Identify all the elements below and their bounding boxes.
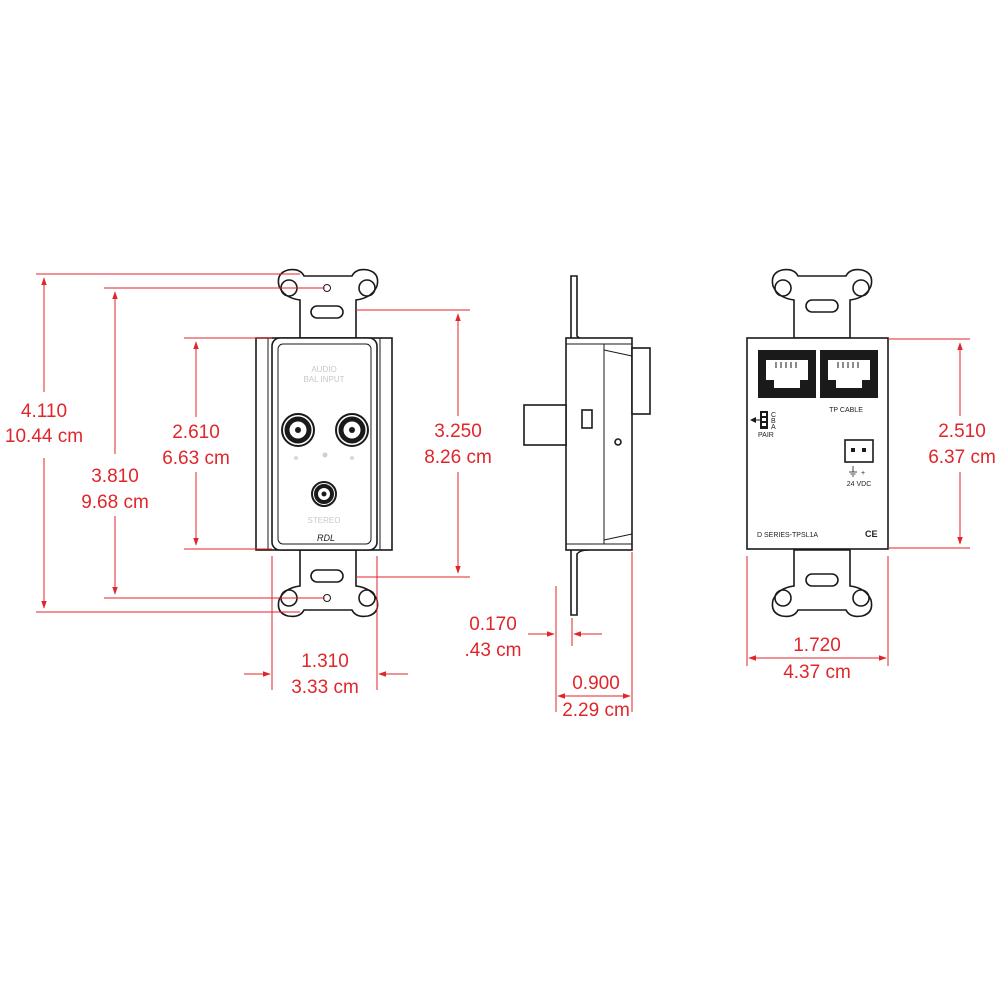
front-bottom-slot (310, 569, 344, 583)
rear-top-slot (805, 299, 839, 313)
dim-rear-width-inch: 1.720 (793, 635, 841, 656)
front-bottom-right-screw-hole (358, 589, 376, 607)
front-top-slot (310, 305, 344, 319)
dim-body-height-cm: 8.26 cm (424, 447, 492, 468)
rear-pair-selector: C B A PAIR (750, 411, 776, 439)
side-tab (581, 409, 593, 429)
rear-label-plus: + (861, 470, 865, 477)
stereo-mini-jack (311, 481, 337, 507)
dim-depth: 0.900 2.29 cm (555, 552, 633, 721)
right-rca-jack (335, 413, 369, 447)
front-view: AUDIO BAL INPUT STEREO RDL 4. (5, 268, 492, 698)
dim-mounting-height-inch: 3.810 (91, 466, 139, 487)
side-body (565, 337, 633, 551)
dim-plate-thickness: 0.170 .43 cm (464, 586, 602, 661)
rear-label-model: D SERIES-TPSL1A (757, 532, 818, 539)
dim-front-width-cm: 3.33 cm (291, 677, 359, 698)
rear-bottom-right-screw-hole (852, 589, 870, 607)
dim-depth-inch: 0.900 (572, 673, 620, 694)
rear-power-connector: + 24 VDC (844, 439, 874, 488)
dim-rear-width: 1.720 4.37 cm (746, 556, 889, 683)
rear-top-left-screw-hole (774, 279, 792, 297)
front-plate (271, 337, 378, 551)
rear-pair-letter-c: C (771, 412, 776, 419)
dim-overall-height-inch: 4.110 (21, 401, 67, 422)
dim-mounting-height-cm: 9.68 cm (81, 492, 149, 513)
dim-front-width-inch: 1.310 (301, 651, 349, 672)
dim-rear-height-inch: 2.510 (938, 421, 986, 442)
dim-plate-height-inch: 2.610 (172, 422, 220, 443)
front-faint-legend-top: AUDIO (311, 365, 336, 374)
side-screw (614, 438, 622, 446)
dim-body-height-inch: 3.250 (434, 421, 482, 442)
rear-bottom-left-screw-hole (774, 589, 792, 607)
dim-mounting-height: 3.810 9.68 cm (81, 287, 325, 599)
front-plate-inner-edge (277, 343, 372, 545)
dim-overall-height-cm: 10.44 cm (5, 426, 83, 447)
dim-front-width: 1.310 3.33 cm (244, 556, 408, 698)
rear-rj45-jack-right (820, 350, 878, 398)
rear-pair-letter-a: A (771, 424, 776, 431)
dim-plate-thickness-inch: 0.170 (469, 614, 517, 635)
front-brand-logo: RDL (317, 533, 335, 543)
side-jack-protrusion (523, 404, 567, 446)
rear-top-mounting-ear (771, 268, 873, 339)
rear-label-24vdc: 24 VDC (847, 481, 872, 488)
dim-rear-height: 2.510 6.37 cm (888, 338, 996, 549)
rear-label-tp-cable: TP CABLE (829, 407, 863, 414)
rear-top-right-screw-hole (852, 279, 870, 297)
front-top-right-screw-hole (358, 279, 376, 297)
dim-body-height: 3.250 8.26 cm (356, 309, 492, 578)
dim-plate-thickness-cm: .43 cm (464, 640, 521, 661)
rear-label-pair: PAIR (758, 432, 774, 439)
front-bottom-mounting-ear (277, 549, 379, 618)
front-faint-legend-top2: BAL INPUT (303, 375, 344, 384)
rear-bottom-slot (805, 573, 839, 587)
ground-icon (849, 466, 857, 477)
dim-rear-width-cm: 4.37 cm (783, 662, 851, 683)
rear-pair-letter-b: B (771, 418, 776, 425)
ce-mark-icon: CE (865, 529, 878, 539)
rear-bottom-mounting-ear (771, 549, 873, 618)
dim-plate-height-cm: 6.63 cm (162, 448, 230, 469)
side-rear-block (631, 347, 651, 415)
rear-rj45-jack-left (758, 350, 816, 398)
dim-depth-cm: 2.29 cm (562, 700, 630, 721)
dim-rear-height-cm: 6.37 cm (928, 447, 996, 468)
rear-view: TP CABLE C B A PAIR + 24 (746, 268, 996, 683)
left-rca-jack (281, 413, 315, 447)
dim-plate-height: 2.610 6.63 cm (162, 337, 272, 550)
front-top-mounting-ear (277, 268, 379, 339)
dim-overall-height: 4.110 10.44 cm (5, 273, 300, 613)
side-view: 0.170 .43 cm 0.900 2.29 cm (464, 275, 651, 721)
front-faint-legend-bottom: STEREO (308, 516, 341, 525)
